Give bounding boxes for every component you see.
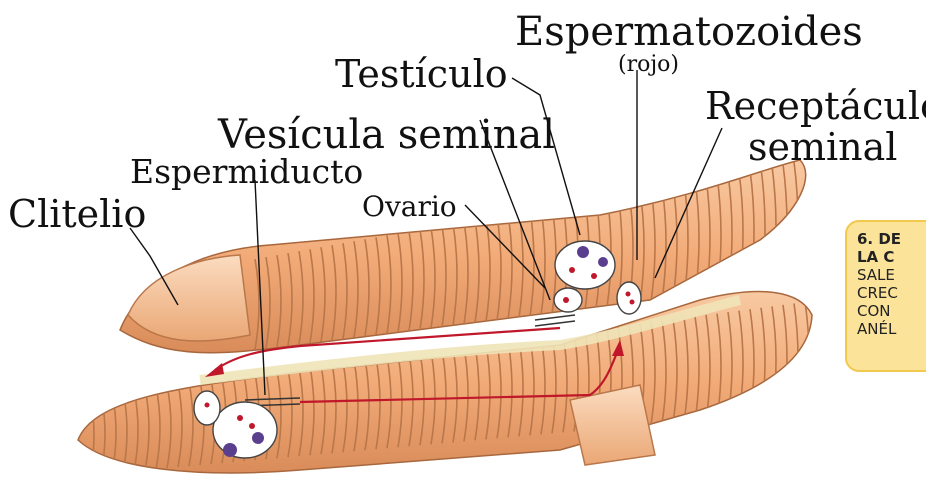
label-receptaculo-1: Receptáculo (705, 87, 926, 125)
lower-receptacle-organ (194, 391, 220, 425)
label-vesicula: Vesícula seminal (218, 115, 555, 155)
label-espermiducto: Espermiducto (130, 155, 363, 188)
side-note-box: 6. DE LA C SALE CREC CON ANÉL (845, 220, 926, 372)
ovary-organ (554, 288, 582, 312)
side-note-line-3: CON (857, 302, 926, 320)
side-note-line-1: SALE (857, 266, 926, 284)
label-receptaculo-2: seminal (748, 128, 897, 166)
lower-seminal-vesicle-organ (213, 402, 277, 458)
label-ovario: Ovario (362, 193, 457, 221)
clitellum-band (128, 255, 250, 341)
label-rojo: (rojo) (618, 54, 679, 76)
side-note-line-2: CREC (857, 284, 926, 302)
label-testiculo: Testículo (335, 55, 508, 93)
testis-organ (555, 241, 615, 289)
side-note-line-4: ANÉL (857, 320, 926, 338)
label-espermatozoides: Espermatozoides (515, 12, 863, 52)
seminal-receptacle-organ (617, 282, 641, 314)
label-clitelio: Clitelio (8, 195, 146, 233)
side-note-title-1: 6. DE (857, 230, 926, 248)
lower-clitellum-band (570, 385, 655, 465)
side-note-title-2: LA C (857, 248, 926, 266)
